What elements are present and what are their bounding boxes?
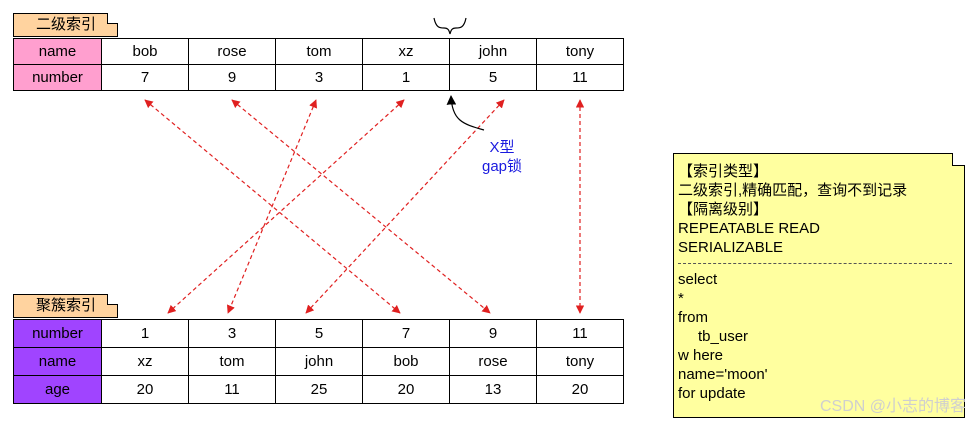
secondary-number-cell: 11 [536,64,624,91]
clustered-age-cell: 25 [275,375,363,404]
clustered-name-header: name [13,347,102,376]
watermark: CSDN @小志的博客 [819,398,966,415]
note-line: 二级索引,精确匹配，查询不到记录 [678,182,908,199]
secondary-index-tab: 二级索引 [13,13,118,37]
clustered-age-cell: 11 [188,375,276,404]
note-line: 【索引类型】 [678,163,769,180]
sql-line: w here [678,347,724,364]
gap-lock-line1: X型 [489,139,515,156]
arrow-john [305,99,505,314]
clustered-age-row: age 20 11 25 20 13 20 [13,375,624,404]
gap-pointer-icon [446,95,485,131]
info-note: 【索引类型】 二级索引,精确匹配，查询不到记录 【隔离级别】 REPEATABL… [673,153,965,418]
clustered-number-cell: 9 [449,319,537,348]
clustered-age-cell: 13 [449,375,537,404]
clustered-age-cell: 20 [362,375,450,404]
clustered-age-cell: 20 [536,375,624,404]
secondary-number-row: number 7 9 3 1 5 11 [13,64,624,91]
secondary-number-cell: 7 [101,64,189,91]
note-divider [678,263,952,264]
clustered-number-cell: 3 [188,319,276,348]
sql-line: from [678,309,708,326]
gap-brace-icon [433,17,467,35]
arrow-xz [167,99,405,314]
secondary-name-cell: bob [101,38,189,65]
clustered-name-cell: tom [188,347,276,376]
clustered-number-row: number 1 3 5 7 9 11 [13,319,624,348]
secondary-name-header: name [13,38,102,65]
arrow-tom [227,99,317,314]
secondary-number-header: number [13,64,102,91]
sql-line: select [678,271,718,288]
note-corner [952,153,965,166]
sql-line: tb_user [698,328,749,345]
clustered-number-cell: 1 [101,319,189,348]
clustered-name-cell: rose [449,347,537,376]
clustered-number-header: number [13,319,102,348]
secondary-number-cell: 5 [449,64,537,91]
clustered-name-cell: tony [536,347,624,376]
sql-line: * [678,290,684,307]
clustered-name-cell: bob [362,347,450,376]
clustered-index-tab: 聚簇索引 [13,294,118,318]
note-line: 【隔离级别】 [678,201,769,218]
clustered-age-cell: 20 [101,375,189,404]
clustered-index-table: number 1 3 5 7 9 11 name xz tom john bob… [13,319,624,404]
sql-line: name='moon' [678,366,768,383]
secondary-index-table: name bob rose tom xz john tony number 7 … [13,38,624,91]
secondary-name-cell: john [449,38,537,65]
secondary-number-cell: 3 [275,64,363,91]
gap-lock-label: X型 gap锁 [472,138,532,176]
note-line: SERIALIZABLE [678,239,784,256]
note-line: REPEATABLE READ [678,220,820,237]
clustered-number-cell: 11 [536,319,624,348]
gap-lock-line2: gap锁 [481,158,523,175]
sql-line: for update [678,385,746,402]
secondary-number-cell: 9 [188,64,276,91]
clustered-index-tab-label: 聚簇索引 [36,297,97,314]
secondary-number-cell: 1 [362,64,450,91]
secondary-index-tab-label: 二级索引 [36,16,97,33]
